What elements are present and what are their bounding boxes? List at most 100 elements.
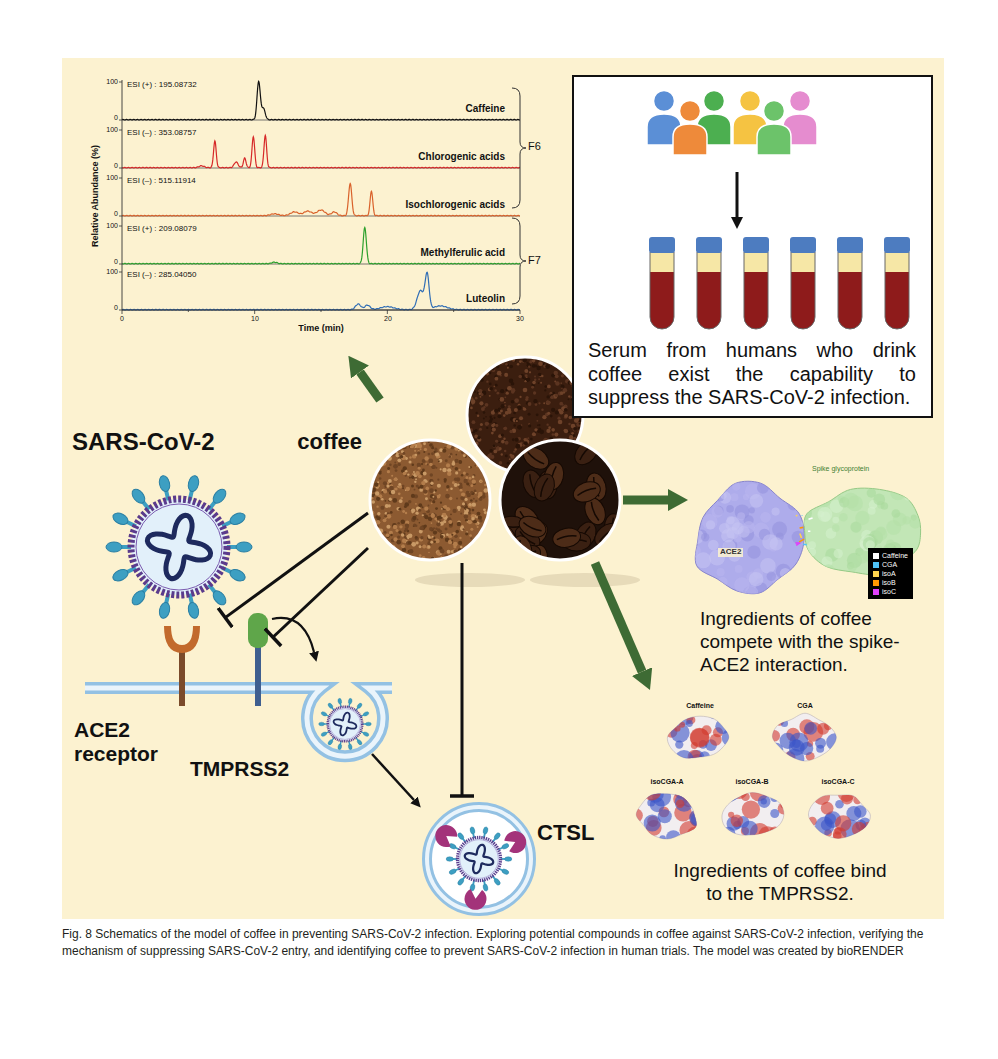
coffee-photo <box>479 428 482 431</box>
protein-surface <box>797 558 811 572</box>
coffee-photo <box>532 432 536 436</box>
node-text: Ingredients of coffee bind to the TMPRSS… <box>665 860 895 906</box>
coffee-photo <box>481 407 485 411</box>
coffee-photo <box>551 428 555 432</box>
coffee-photo <box>455 471 458 474</box>
coffee-photo <box>527 437 529 439</box>
protein-surface <box>874 527 887 540</box>
coffee-photo <box>525 439 530 444</box>
chart-label: 0 <box>114 162 118 170</box>
ctsl-enzyme <box>465 889 487 910</box>
coffee-photo <box>547 395 550 398</box>
coffee-photo <box>467 555 472 560</box>
coffee-photo <box>519 442 553 474</box>
coffee-photo <box>408 500 411 503</box>
coffee-photo <box>555 374 559 378</box>
coffee-photo <box>425 497 428 500</box>
tmprss2-surface <box>770 794 778 802</box>
virus-illustration <box>483 826 489 834</box>
coffee-photo <box>473 498 475 500</box>
coffee-photo <box>532 359 535 362</box>
coffee-photo <box>514 448 516 450</box>
virus-illustration <box>147 515 210 578</box>
tmprss2-surface <box>719 798 725 804</box>
tmprss2-surface <box>635 786 646 797</box>
coffee-photo <box>419 485 423 489</box>
ligand-stick <box>796 543 800 546</box>
coffee-photo <box>483 537 488 542</box>
protein-surface <box>771 507 779 515</box>
coffee-photo <box>387 447 389 449</box>
coffee-photo <box>428 453 431 456</box>
coffee-photo <box>398 509 400 511</box>
coffee-photo <box>450 487 453 490</box>
coffee-photo <box>495 440 498 443</box>
tmprss2-surface <box>853 796 861 804</box>
coffee-photo <box>460 496 464 500</box>
coffee-photo <box>525 374 528 377</box>
tmprss2-surface <box>799 785 817 803</box>
coffee-photo <box>515 419 519 423</box>
protein-surface <box>689 586 699 596</box>
coffee-photo <box>476 451 478 453</box>
coffee-photo <box>378 545 382 549</box>
virus-illustration <box>236 542 252 552</box>
coffee-photo <box>481 441 483 443</box>
tmprss2-surface <box>731 815 743 827</box>
coffee-photo <box>513 424 515 426</box>
coffee-photo <box>431 452 434 455</box>
protein-surface <box>792 531 805 544</box>
coffee-photo <box>419 554 422 557</box>
coffee-photo <box>590 502 599 521</box>
coffee-photo <box>402 487 404 489</box>
coffee-photo <box>565 361 568 364</box>
coffee-photo <box>487 470 491 474</box>
coffee-photo <box>546 429 550 433</box>
coffee-photo <box>528 402 532 406</box>
virus-illustration <box>158 475 171 493</box>
protein-surface <box>757 482 769 494</box>
axis-tick <box>122 310 123 314</box>
coffee-photo <box>416 506 421 511</box>
protein-surface <box>726 505 734 513</box>
tmprss2-surface <box>800 742 813 755</box>
coffee-photo <box>466 440 470 444</box>
coffee-photo <box>411 494 415 498</box>
legend-text: isoB <box>882 578 896 587</box>
tmprss2-surface <box>770 809 779 818</box>
coffee-photo <box>385 439 387 441</box>
protein-surface <box>817 507 832 522</box>
coffee-photo <box>560 356 564 360</box>
coffee-photo <box>428 459 433 464</box>
blood-tube <box>790 237 816 253</box>
axis-tick <box>254 310 255 314</box>
coffee-photo <box>455 467 459 471</box>
protein-surface <box>749 507 755 513</box>
coffee-photo <box>429 527 433 531</box>
tmprss2-surface <box>816 834 823 841</box>
coffee-photo <box>444 447 446 449</box>
protein-surface <box>927 574 935 582</box>
tmprss2-surface <box>758 795 771 808</box>
coffee-photo <box>434 448 437 451</box>
coffee-photo <box>504 402 506 404</box>
coffee-photo <box>551 526 582 550</box>
coffee-photo <box>491 424 495 428</box>
coffee-photo <box>501 433 504 436</box>
coffee-photo <box>489 449 493 453</box>
coffee-photo <box>568 395 570 397</box>
coffee-photo <box>390 534 393 537</box>
vesicle-node: CTSL <box>423 800 535 915</box>
coffee-photo <box>441 534 445 538</box>
fraction-bracket <box>512 88 526 208</box>
coffee-photo <box>429 488 434 493</box>
coffee-photo <box>517 363 519 365</box>
virus-illustration <box>327 739 333 746</box>
tmprss2-surface <box>852 822 866 836</box>
coffee-photo <box>475 452 477 454</box>
coffee-photo <box>407 530 410 533</box>
coffee-photo <box>429 463 432 466</box>
coffee-photo <box>570 478 603 506</box>
coffee-photo <box>499 461 503 465</box>
coffee-photo <box>492 428 496 432</box>
